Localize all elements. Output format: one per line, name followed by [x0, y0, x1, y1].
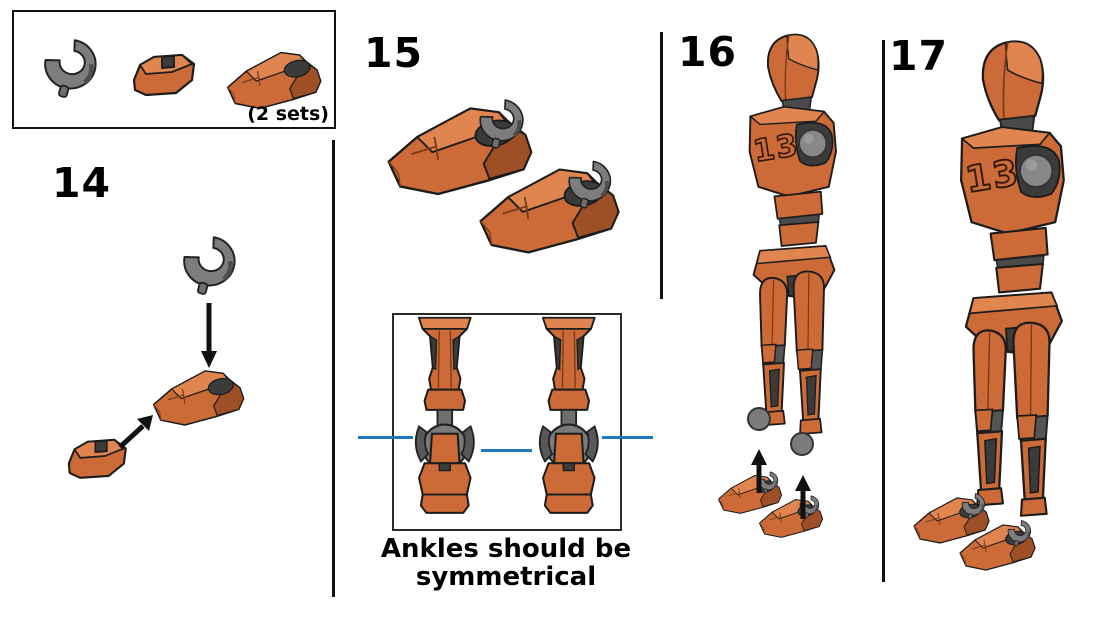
- ankle-note-line1: Ankles should be: [380, 534, 632, 564]
- ankle-clip-part: [184, 237, 234, 294]
- required-parts-box: (2 sets): [12, 10, 336, 129]
- ankle-note: Ankles should be symmetrical: [356, 535, 656, 591]
- arrow-up-right-icon: [118, 415, 153, 449]
- completed-figure: [960, 40, 1065, 517]
- assembled-foot-left: [719, 472, 782, 514]
- divider-step15-16: [660, 32, 663, 299]
- ankle-ball-right: [790, 432, 814, 456]
- ankle-ball-left: [747, 407, 771, 431]
- arrow-up-icon-left: [751, 449, 767, 493]
- assembled-foot-left: [389, 100, 532, 194]
- step-16-art: [690, 33, 837, 570]
- step-16-label: 16: [678, 28, 738, 76]
- ankle-guide-line-right: [602, 436, 653, 439]
- lower-leg-right: [538, 316, 599, 514]
- step-15-label: 15: [364, 29, 424, 77]
- ankle-guide-line-left: [358, 436, 413, 439]
- step-17-art: [895, 40, 1065, 588]
- step-14-label: 14: [52, 159, 112, 207]
- divider-step14-15: [332, 140, 335, 597]
- ankle-note-line2: symmetrical: [415, 562, 597, 592]
- ankle-clip-part: [45, 40, 95, 97]
- lower-leg-left: [414, 316, 475, 514]
- ankle-symmetry-art: [414, 316, 599, 514]
- step-14-art: [67, 215, 245, 479]
- heel-part: [132, 53, 196, 97]
- step-17-label: 17: [889, 32, 949, 80]
- divider-step16-17: [882, 40, 885, 582]
- foot-body-part: [152, 370, 245, 426]
- step-15-art: [375, 70, 645, 280]
- parts-quantity-note: (2 sets): [247, 103, 329, 125]
- arrow-up-icon-right: [795, 475, 811, 519]
- figure-without-feet: [748, 33, 837, 435]
- arrow-down-icon: [201, 303, 217, 368]
- heel-part: [67, 438, 127, 479]
- foot-body-part: [226, 51, 322, 110]
- ankle-symmetry-box: [392, 313, 622, 531]
- ankle-guide-line-middle: [481, 449, 532, 452]
